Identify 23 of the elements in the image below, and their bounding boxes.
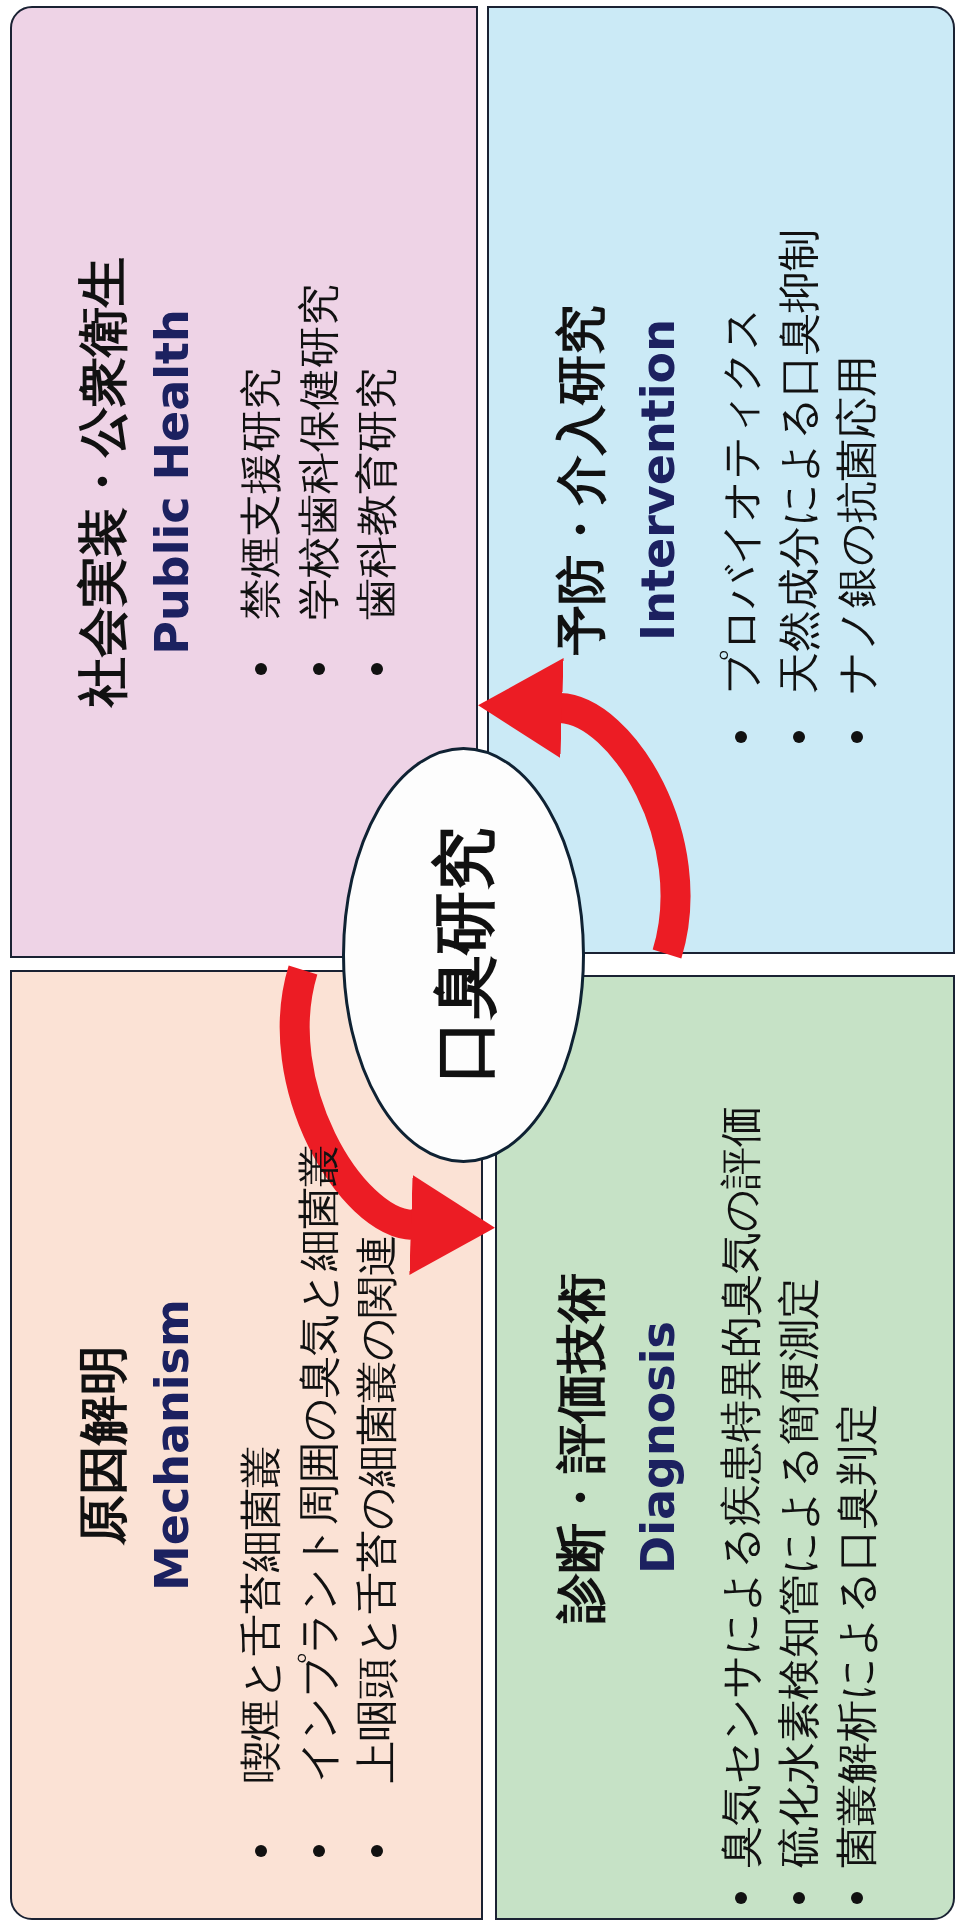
bullet-text: 天然成分による口臭抑制 bbox=[773, 229, 824, 694]
section-title: 診断・評価技術 bbox=[551, 1271, 611, 1626]
section-title: 原因解明 bbox=[73, 1344, 133, 1547]
section-title: 社会実装・公衆衛生 bbox=[73, 256, 133, 710]
bullet-text: 硫化水素検知管による簡便測定 bbox=[773, 1277, 824, 1868]
bullet-text: プロバイオティクス bbox=[715, 307, 766, 694]
bullet-text: 歯科教育研究 bbox=[351, 368, 402, 620]
bullet-text: 上咽頭と舌苔の細菌叢の関連 bbox=[351, 1234, 402, 1783]
center-title: 口臭研究 bbox=[425, 826, 502, 1085]
cycle-arrow bbox=[479, 659, 691, 958]
bullet-text: ナノ銀の抗菌応用 bbox=[831, 355, 882, 694]
section-subtitle: Public Health bbox=[144, 308, 200, 657]
section-subtitle: Mechanism bbox=[144, 1298, 200, 1593]
bullet-text: 臭気センサによる疾患特異的臭気の評価 bbox=[715, 1105, 766, 1868]
bullet-text: 菌叢解析による口臭判定 bbox=[831, 1403, 882, 1868]
section-subtitle: Diagnosis bbox=[630, 1320, 686, 1576]
section-subtitle: Intervention bbox=[630, 318, 686, 643]
bullet-text: 学校歯科保健研究 bbox=[293, 284, 344, 620]
bullet-text: インプラント周囲の臭気と細菌叢 bbox=[293, 1145, 344, 1783]
section-title: 予防・介入研究 bbox=[551, 304, 611, 657]
quadrant-panel bbox=[495, 975, 955, 1920]
bullet-text: 禁煙支援研究 bbox=[235, 368, 286, 620]
bullet-text: 喫煙と舌苔細菌叢 bbox=[235, 1446, 286, 1783]
